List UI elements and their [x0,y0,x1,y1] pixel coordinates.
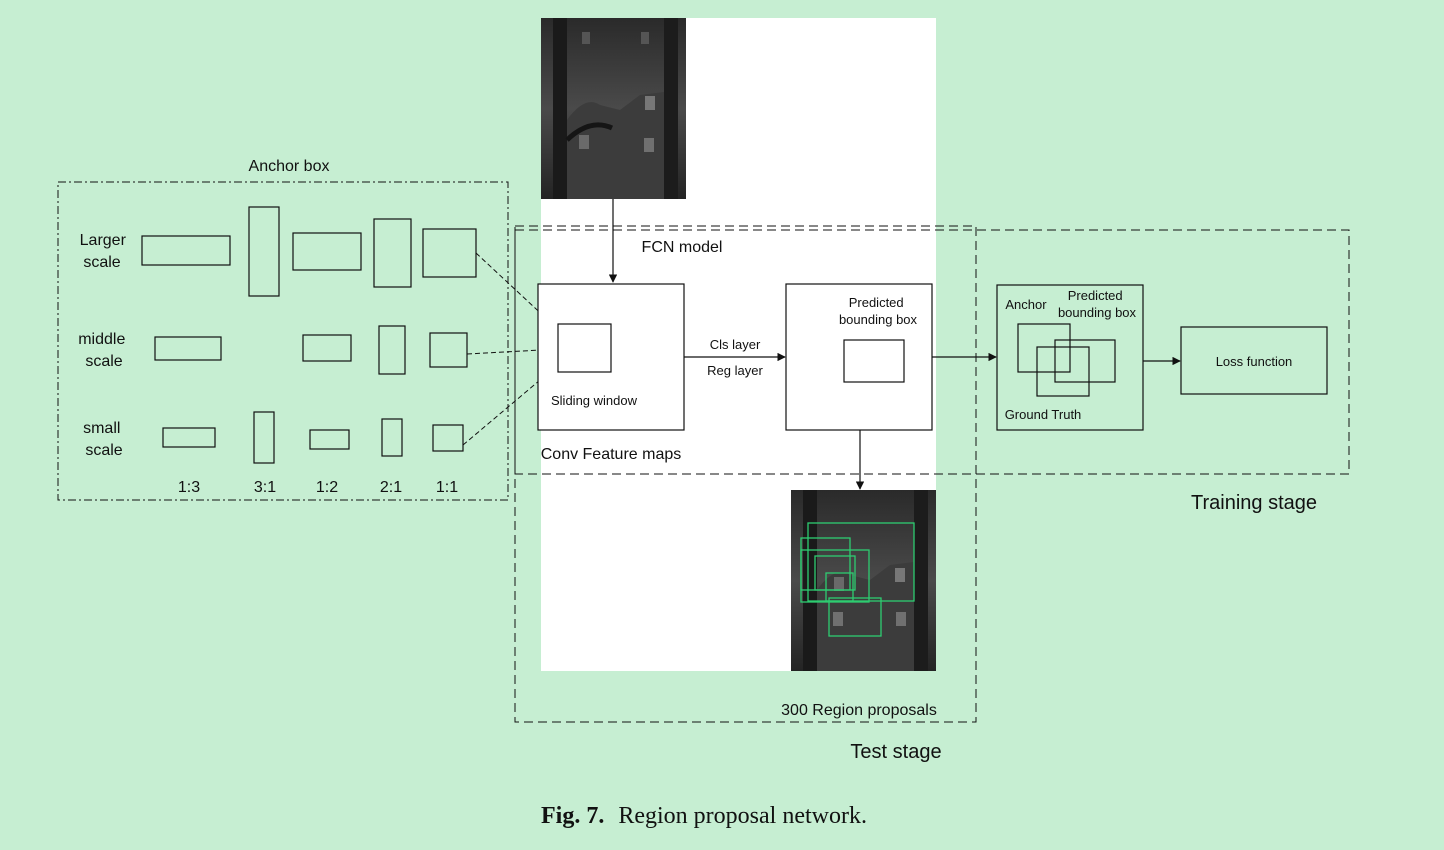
input-image [541,18,686,199]
comparison-ground-truth-shape [1036,346,1090,397]
comparison-anchor-label: Anchor [1005,297,1047,312]
region-proposals-label: 300 Region proposals [781,702,937,719]
reg-layer-label: Reg layer [707,363,763,378]
fcn-model-title: FCN model [642,239,723,256]
anchor-small-3-1 [253,411,275,464]
figure-caption: Fig. 7. Region proposal network. [541,803,867,829]
region-proposal-boxes [800,522,915,637]
output-image [791,490,936,671]
anchor-small-1-1 [432,424,464,452]
anchor-shapes [141,206,477,464]
anchor-large-2-1 [373,218,412,288]
comparison-boxes [1017,323,1116,397]
anchor-box-region [57,181,509,501]
anchor-large-1-2 [292,232,362,271]
anchor-large-1-1 [422,228,477,278]
anchor-small-2-1 [381,418,403,457]
comparison-anchor-shape [1017,323,1071,373]
ratio-label-1-3: 1:3 [178,479,200,496]
predicted-box-module [785,283,933,431]
anchor-large-1-3 [141,235,231,266]
ground-truth-label: Ground Truth [1005,407,1082,422]
loss-function-box [1180,326,1328,395]
anchor-large-3-1 [248,206,280,297]
training-stage-region [514,229,1350,475]
small-scale-label: small scale [83,420,125,459]
comparison-box [996,284,1144,431]
sliding-window-label: Sliding window [551,393,638,408]
training-stage-label: Training stage [1191,492,1317,514]
predicted-box-shape [843,339,905,383]
cls-layer-label: Cls layer [710,337,761,352]
test-stage-label: Test stage [850,741,941,763]
anchor-small-1-3 [162,427,216,448]
sliding-window-box [557,323,612,373]
figure-caption-text: Region proposal network. [618,803,867,829]
figure-caption-label: Fig. 7. [541,803,604,829]
ratio-label-1-1: 1:1 [436,479,458,496]
anchor-middle-2-1 [378,325,406,375]
anchor-box-title: Anchor box [249,158,330,175]
larger-scale-label: Larger scale [80,232,131,271]
middle-scale-label: middle scale [78,331,130,370]
predicted-box-label: Predicted bounding box [839,295,918,327]
anchor-middle-1-2 [302,334,352,362]
ratio-label-2-1: 2:1 [380,479,402,496]
ratio-label-1-2: 1:2 [316,479,338,496]
loss-function-label: Loss function [1216,354,1293,369]
anchor-middle-1-3 [154,336,222,361]
comparison-predicted-shape [1054,339,1116,383]
ratio-label-3-1: 3:1 [254,479,276,496]
anchor-small-1-2 [309,429,350,450]
conv-feature-maps-label: Conv Feature maps [541,446,682,463]
anchor-middle-1-1 [429,332,468,368]
comparison-predicted-label: Predicted bounding box [1058,288,1137,320]
